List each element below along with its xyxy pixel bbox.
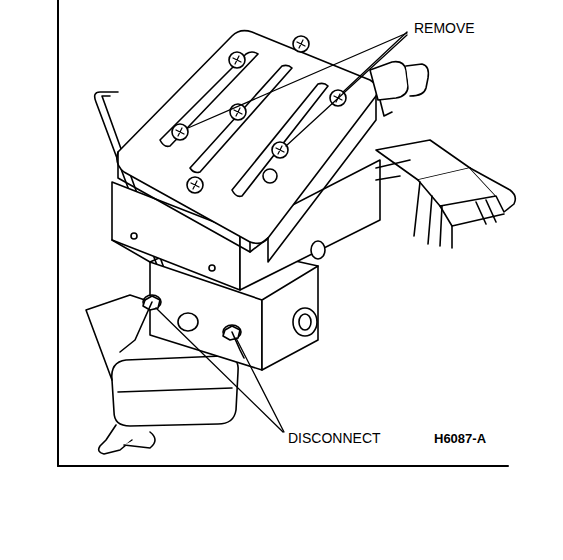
figure-number: H6087-A — [432, 431, 488, 447]
callout-label: DISCONNECT — [286, 430, 383, 446]
callout-label: REMOVE — [412, 20, 477, 36]
